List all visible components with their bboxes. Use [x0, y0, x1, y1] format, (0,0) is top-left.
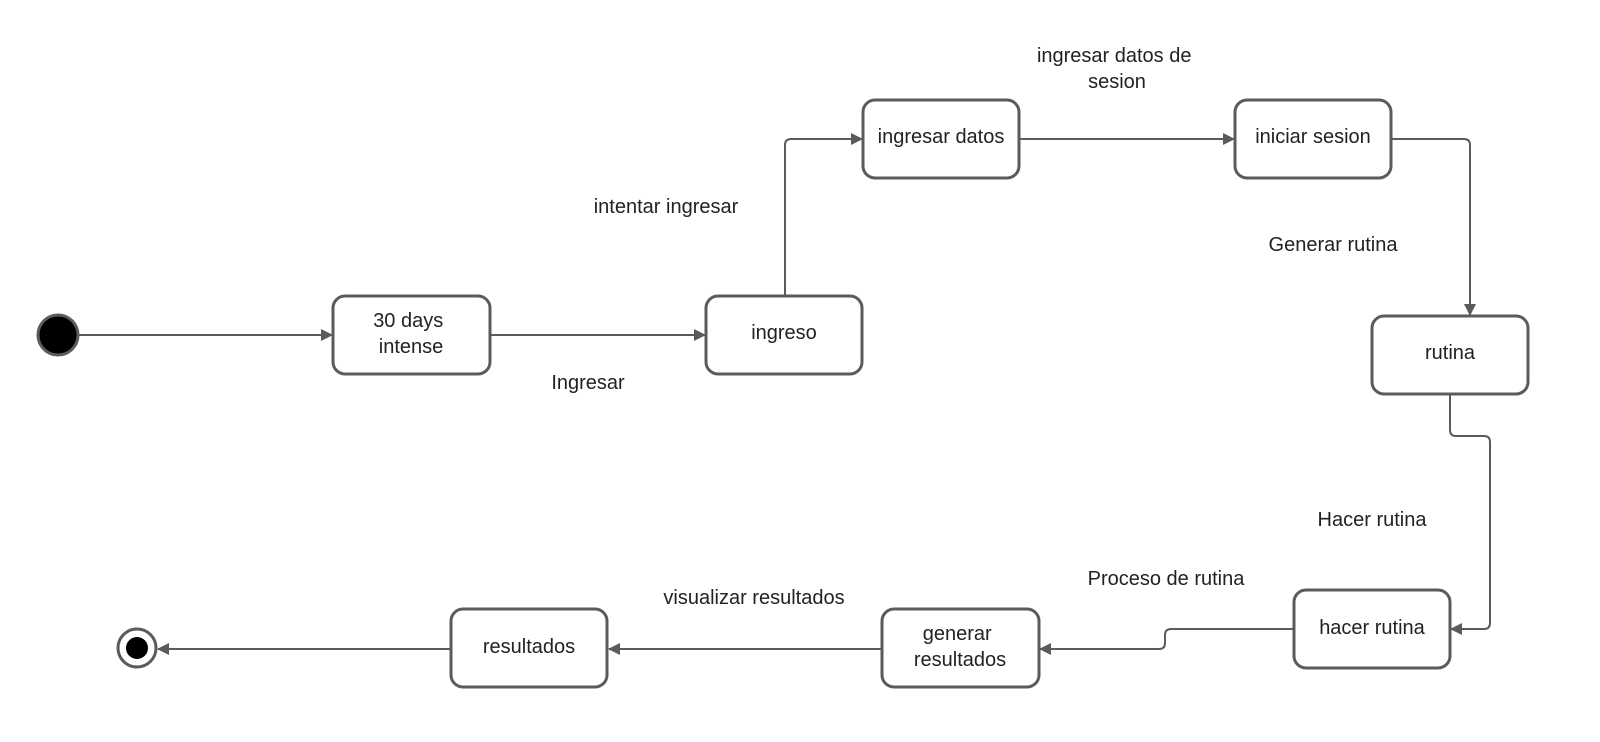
- state-generar-resultados-line1: generar: [923, 623, 992, 645]
- state-hacer-rutina-label: hacer rutina: [1319, 617, 1425, 639]
- state-ingreso-label: ingreso: [751, 322, 817, 344]
- state-resultados-label: resultados: [483, 636, 575, 658]
- state-generar-resultados-line2: resultados: [914, 649, 1006, 671]
- state-hacer-rutina[interactable]: hacer rutina: [1292, 588, 1452, 670]
- final-node[interactable]: [116, 627, 158, 669]
- state-30-days-intense[interactable]: 30 days intense: [331, 294, 492, 376]
- edge-ingreso-to-ingresar-datos: [784, 133, 863, 296]
- transition-label-hacer-rutina: Hacer rutina: [1318, 509, 1428, 531]
- state-ingresar-datos-label: ingresar datos: [878, 126, 1005, 148]
- transition-label-ingresar: Ingresar: [551, 372, 625, 394]
- state-resultados[interactable]: resultados: [449, 607, 609, 689]
- transition-label-proceso-rutina: Proceso de rutina: [1088, 568, 1246, 590]
- svg-text:ingresar datos de sesion: ingresar datos de sesion: [1037, 45, 1197, 93]
- state-ingresar-datos[interactable]: ingresar datos: [861, 98, 1021, 180]
- transition-label-ingresar-datos-sesion-line2: sesion: [1088, 71, 1146, 93]
- state-iniciar-sesion[interactable]: iniciar sesion: [1233, 98, 1393, 180]
- state-generar-resultados[interactable]: generar resultados: [880, 607, 1041, 689]
- transition-label-ingresar-datos-sesion-line1: ingresar datos de: [1037, 45, 1192, 67]
- edge-iniciar-sesion-to-rutina: [1391, 138, 1476, 316]
- transition-label-generar-rutina: Generar rutina: [1269, 234, 1399, 256]
- svg-text:30 days intense: 30 days intense: [373, 310, 449, 358]
- initial-node[interactable]: [36, 313, 80, 357]
- state-rutina[interactable]: rutina: [1370, 314, 1530, 396]
- state-iniciar-sesion-label: iniciar sesion: [1255, 126, 1371, 148]
- edge-rutina-to-hacer-rutina: [1449, 394, 1491, 635]
- transition-label-visualizar-resultados: visualizar resultados: [663, 587, 844, 609]
- edge-hacer-rutina-to-generar-resultados: [1039, 628, 1293, 655]
- state-30-days-line1: 30 days: [373, 310, 443, 332]
- state-ingreso[interactable]: ingreso: [704, 294, 864, 376]
- svg-text:generar resultados: generar resultados: [914, 623, 1006, 671]
- transition-label-intentar-ingresar: intentar ingresar: [594, 196, 739, 218]
- state-30-days-line2: intense: [379, 336, 444, 358]
- state-rutina-label: rutina: [1425, 342, 1476, 364]
